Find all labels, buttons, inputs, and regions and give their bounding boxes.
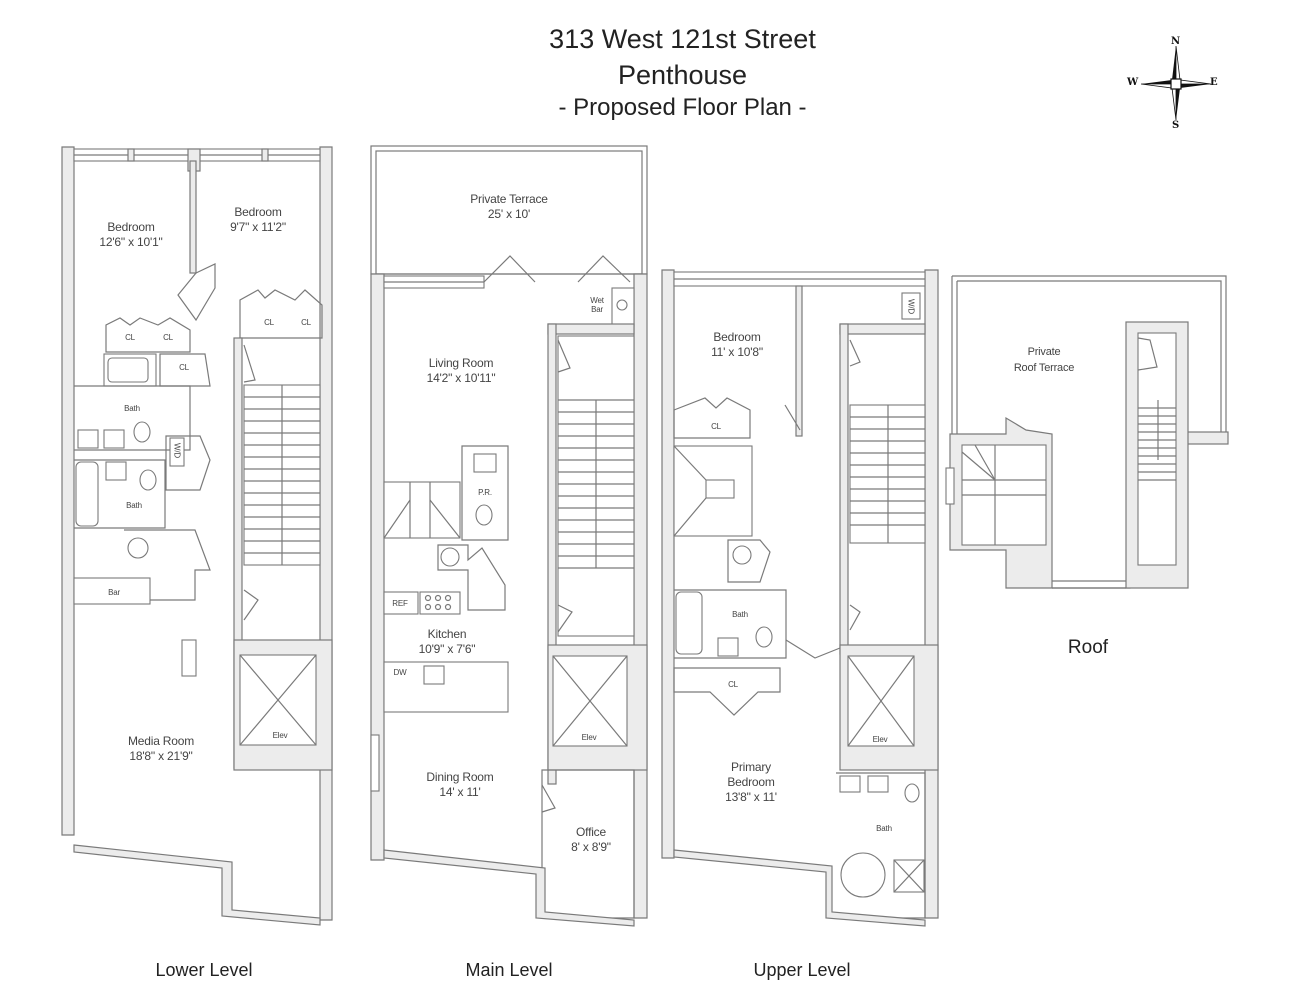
room-dims: 14' x 11' [439, 785, 481, 799]
main-elevator-label: Elev [581, 733, 597, 742]
room-name-line-1: Private [1027, 346, 1061, 358]
lower-closet-label: CL [163, 333, 173, 342]
room-name-line-2: Bedroom [727, 775, 775, 789]
lower-elevator-label: Elev [272, 731, 288, 740]
upper-stair-treads [850, 416, 925, 526]
room-name: Dining Room [426, 770, 494, 784]
main-refrigerator-label: REF [392, 599, 408, 608]
lower-bath-2-label: Bath [126, 501, 142, 510]
main-kitchen-label: Kitchen 10'9" x 7'6" [419, 627, 476, 657]
lower-bedroom-2-label: Bedroom 9'7" x 11'2" [230, 205, 286, 235]
main-dishwasher-label: DW [393, 668, 407, 677]
level-label-roof: Roof [1067, 637, 1109, 658]
plan-subtitle: - Proposed Floor Plan - [558, 94, 807, 121]
room-name-line-2: Roof Terrace [1013, 362, 1075, 374]
room-name-line-1: Primary [731, 760, 771, 774]
room-dims: 9'7" x 11'2" [230, 220, 286, 234]
main-stair-treads [558, 399, 634, 569]
lower-bath-1-label: Bath [124, 404, 140, 413]
room-dims: 10'9" x 7'6" [418, 642, 476, 656]
compass-north: N [1171, 36, 1181, 47]
room-name: Bedroom [713, 330, 761, 344]
lower-level-plan [61, 146, 333, 926]
lower-closet-label: CL [301, 318, 311, 327]
room-dims: 13'8" x 11' [725, 790, 777, 804]
upper-closet-label: CL [711, 422, 721, 431]
room-name: Private Terrace [470, 192, 548, 206]
level-label-main: Main Level [465, 960, 553, 980]
upper-level-plan [661, 269, 939, 927]
main-living-room-label: Living Room 14'2" x 10'11" [427, 356, 496, 386]
compass-west: W [1127, 77, 1139, 88]
room-dims: 25' x 10' [487, 207, 531, 221]
room-name: Media Room [127, 734, 195, 748]
plan-title-address: 313 West 121st Street [549, 24, 816, 54]
room-dims: 14'2" x 10'11" [426, 371, 496, 385]
room-name: Bedroom [234, 205, 282, 219]
room-dims: 12'6" x 10'1" [99, 235, 163, 249]
lower-bedroom-1-label: Bedroom 12'6" x 10'1" [99, 220, 162, 250]
upper-closet-2-label: CL [728, 680, 738, 689]
upper-bedroom-label: Bedroom 11' x 10'8" [711, 330, 763, 360]
lower-closet-label: CL [125, 333, 135, 342]
compass-south: S [1172, 120, 1180, 131]
level-label-upper: Upper Level [753, 960, 851, 980]
upper-elevator-label: Elev [872, 735, 888, 744]
room-name: Office [576, 825, 606, 839]
lower-bar-label: Bar [108, 588, 120, 597]
roof-terrace-label: Private Roof Terrace [1013, 344, 1075, 376]
main-wet-bar-label: Wet Bar [590, 296, 604, 314]
main-terrace-label: Private Terrace 25' x 10' [470, 192, 548, 222]
compass-east: E [1210, 77, 1218, 88]
roof-stair-treads [1138, 407, 1176, 481]
upper-washer-dryer-label: W/D [906, 299, 916, 314]
main-powder-room-label: P.R. [478, 488, 492, 497]
lower-closet-label: CL [264, 318, 274, 327]
upper-bath-label: Bath [732, 610, 748, 619]
room-dims: 8' x 8'9" [571, 840, 611, 854]
lower-washer-dryer-label: W/D [172, 443, 182, 458]
room-dims: 18'8" x 21'9" [129, 749, 193, 763]
lower-closet-label: CL [179, 363, 189, 372]
lower-stair-treads [244, 396, 320, 554]
upper-primary-bath-label: Bath [876, 824, 892, 833]
lower-media-room-label: Media Room 18'8" x 21'9" [128, 734, 194, 764]
compass-rose-icon: N S E W [1125, 36, 1225, 131]
room-dims: 11' x 10'8" [711, 345, 763, 359]
plan-title-unit: Penthouse [617, 60, 748, 90]
room-name: Kitchen [427, 627, 467, 641]
main-office-label: Office 8' x 8'9" [571, 825, 611, 855]
room-name: Bedroom [107, 220, 155, 234]
upper-primary-bedroom-label: Primary Bedroom 13'8" x 11' [725, 760, 777, 805]
level-label-lower: Lower Level [155, 960, 253, 980]
roof-plan [945, 275, 1229, 589]
main-level-plan [370, 145, 648, 927]
room-name: Living Room [428, 356, 494, 370]
main-dining-room-label: Dining Room 14' x 11' [426, 770, 493, 800]
